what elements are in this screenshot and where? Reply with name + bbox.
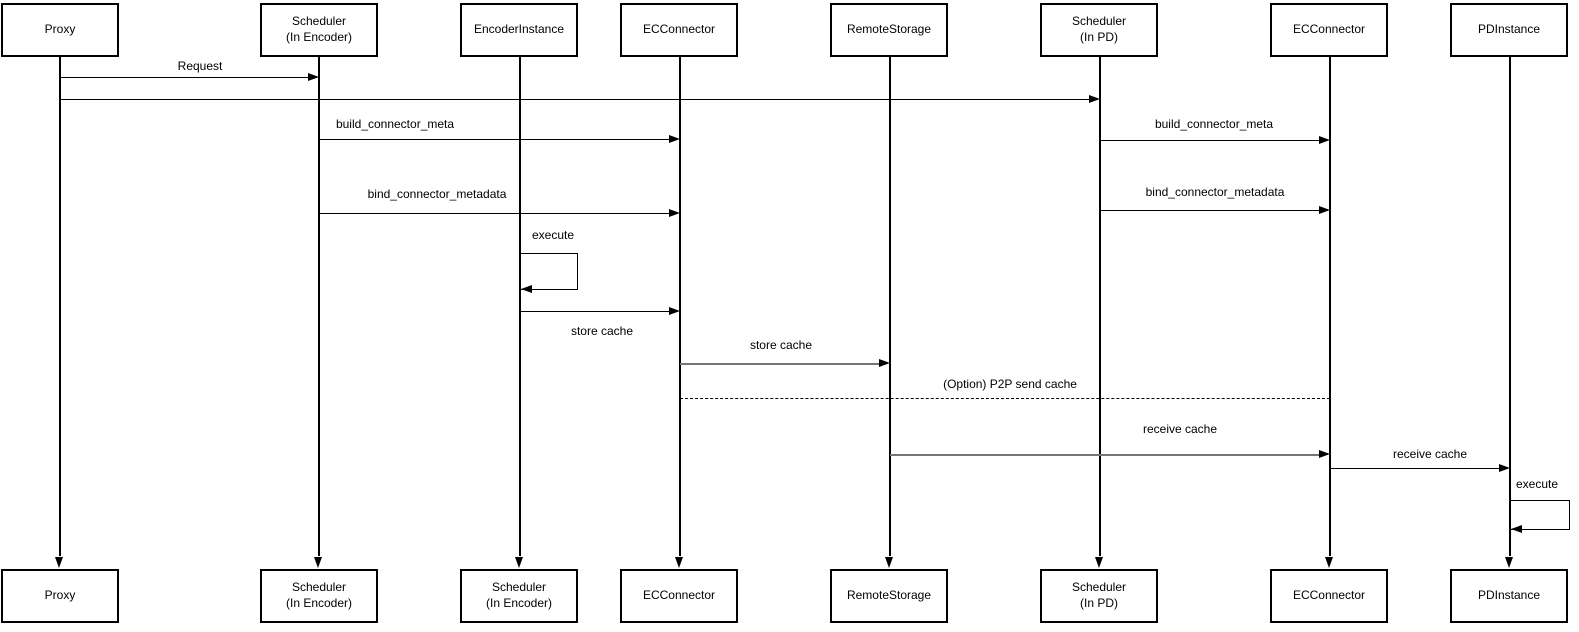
message-label-receive-cache-to-pdinstance: receive cache [1392, 447, 1468, 461]
self-message-label-execute-encoder: execute [531, 228, 575, 242]
message-arrowhead-store-cache-to-remote [879, 359, 890, 367]
message-label-request: Request [177, 59, 223, 73]
participant-top-scheduler-in-encoder: Scheduler (In Encoder) [260, 3, 378, 57]
message-label-bind-connector-metadata-left: bind_connector_metadata [367, 187, 507, 201]
message-label-receive-cache-from-remote: receive cache [1142, 422, 1218, 436]
lifeline-arrowhead-scheduler-in-pd [1095, 557, 1103, 568]
participant-bottom-encoder-instance: Scheduler (In Encoder) [460, 569, 578, 623]
message-arrowhead-receive-cache-to-pdinstance [1499, 464, 1510, 472]
message-line-bind-connector-metadata-left [319, 213, 670, 215]
message-label-encoder-store-to-ecconnector: store cache [570, 324, 634, 338]
message-arrowhead-receive-cache-from-remote [1319, 450, 1330, 458]
message-line-build-connector-meta-left [319, 139, 670, 141]
message-arrowhead-build-connector-meta-right [1319, 136, 1330, 144]
participant-bottom-proxy: Proxy [1, 569, 119, 623]
message-arrowhead-request [308, 73, 319, 81]
message-arrowhead-bind-connector-metadata-left [669, 209, 680, 217]
message-line-proxy-to-scheduler-pd [60, 99, 1090, 101]
participant-top-pd-instance: PDInstance [1450, 3, 1568, 57]
participant-bottom-remote-storage: RemoteStorage [830, 569, 948, 623]
message-label-store-cache-to-remote: store cache [749, 338, 813, 352]
lifeline-ec-connector-encoder [679, 57, 681, 556]
message-line-p2p-send-cache [680, 398, 1330, 400]
participant-bottom-scheduler-in-encoder: Scheduler (In Encoder) [260, 569, 378, 623]
message-line-build-connector-meta-right [1100, 140, 1320, 142]
lifeline-remote-storage [889, 57, 891, 556]
lifeline-pd-instance [1509, 57, 1511, 556]
participant-bottom-ec-connector-pd: ECConnector [1270, 569, 1388, 623]
message-label-p2p-send-cache: (Option) P2P send cache [943, 377, 1077, 391]
self-message-label-execute-pd: execute [1515, 477, 1559, 491]
message-arrowhead-bind-connector-metadata-right [1319, 206, 1330, 214]
message-line-store-cache-to-remote [680, 362, 880, 365]
message-arrowhead-encoder-store-to-ecconnector [669, 307, 680, 315]
message-label-build-connector-meta-left: build_connector_meta [335, 117, 455, 131]
participant-top-remote-storage: RemoteStorage [830, 3, 948, 57]
lifeline-scheduler-in-pd [1099, 57, 1101, 556]
participant-bottom-ec-connector-encoder: ECConnector [620, 569, 738, 623]
lifeline-arrowhead-encoder-instance [515, 557, 523, 568]
lifeline-scheduler-in-encoder [318, 57, 320, 556]
lifeline-arrowhead-scheduler-in-encoder [314, 557, 322, 568]
lifeline-arrowhead-remote-storage [885, 557, 893, 568]
message-line-bind-connector-metadata-right [1100, 210, 1320, 212]
lifeline-arrowhead-ec-connector-encoder [675, 557, 683, 568]
participant-top-encoder-instance: EncoderInstance [460, 3, 578, 57]
message-line-encoder-store-to-ecconnector [520, 311, 670, 313]
participant-top-proxy: Proxy [1, 3, 119, 57]
participant-top-ec-connector-encoder: ECConnector [620, 3, 738, 57]
self-message-loop-execute-pd [1511, 500, 1570, 530]
lifeline-ec-connector-pd [1329, 57, 1331, 556]
message-label-bind-connector-metadata-right: bind_connector_metadata [1145, 185, 1285, 199]
lifeline-arrowhead-pd-instance [1505, 557, 1513, 568]
message-line-receive-cache-from-remote [890, 453, 1320, 456]
message-arrowhead-build-connector-meta-left [669, 135, 680, 143]
participant-bottom-pd-instance: PDInstance [1450, 569, 1568, 623]
message-arrowhead-proxy-to-scheduler-pd [1089, 95, 1100, 103]
message-label-build-connector-meta-right: build_connector_meta [1154, 117, 1274, 131]
message-line-receive-cache-to-pdinstance [1330, 468, 1500, 470]
lifeline-encoder-instance [519, 57, 521, 556]
participant-top-scheduler-in-pd: Scheduler (In PD) [1040, 3, 1158, 57]
participant-top-ec-connector-pd: ECConnector [1270, 3, 1388, 57]
lifeline-arrowhead-proxy [55, 557, 63, 568]
self-message-arrowhead-execute-pd [1511, 524, 1522, 533]
lifeline-arrowhead-ec-connector-pd [1325, 557, 1333, 568]
lifeline-proxy [59, 57, 61, 556]
self-message-loop-execute-encoder [521, 253, 578, 290]
message-line-request [60, 77, 309, 79]
self-message-arrowhead-execute-encoder [521, 284, 532, 293]
participant-bottom-scheduler-in-pd: Scheduler (In PD) [1040, 569, 1158, 623]
